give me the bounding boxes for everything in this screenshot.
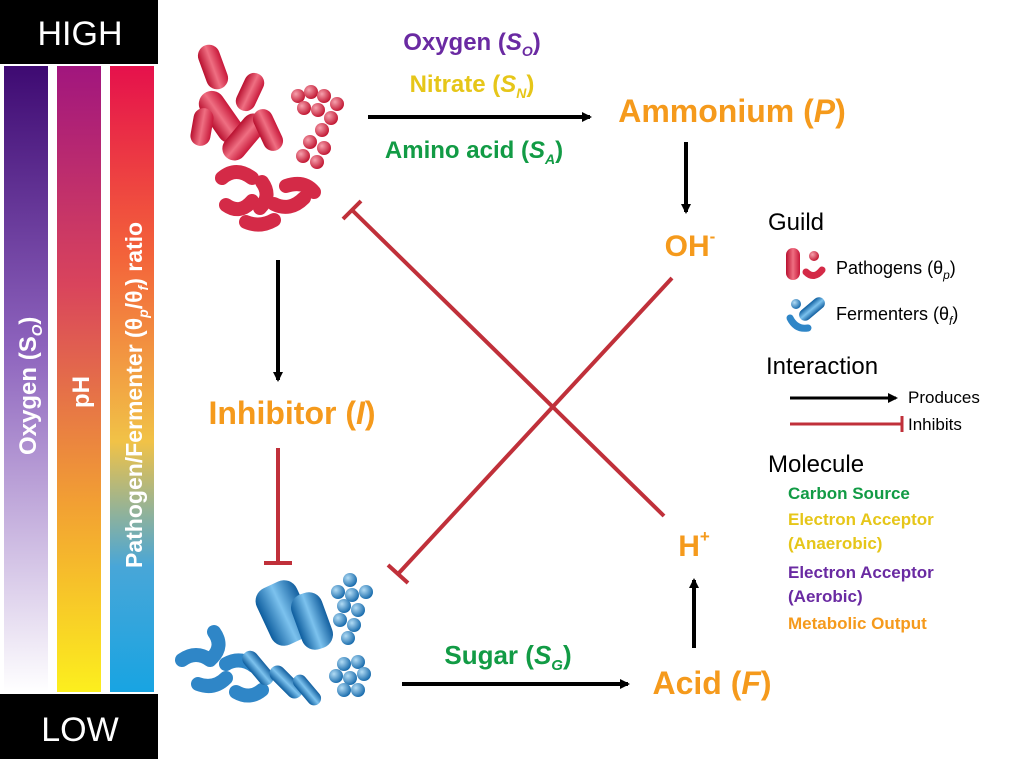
ph-bar (57, 66, 101, 692)
inhibit-oh-to-fermenter (396, 276, 674, 576)
oxygen-bar-label: Oxygen (SO) (15, 317, 46, 455)
low-label: LOW (41, 711, 118, 749)
legend-metabolic-output: Metabolic Output (788, 614, 927, 633)
ratio-bar (110, 66, 154, 692)
legend-produces: Produces (908, 388, 980, 407)
produce-arrows (273, 112, 699, 689)
ratio-bar-label: Pathogen/Fermenter (θp/θf) ratio (121, 222, 151, 568)
legend-electron-aerobic-2: (Aerobic) (788, 587, 863, 606)
inhibit-lines (264, 199, 674, 585)
inhibit-h-to-pathogen (350, 208, 666, 518)
oxygen-label: Oxygen (SO) (403, 29, 541, 59)
acid-label: Acid (F) (652, 665, 771, 701)
high-label: HIGH (38, 15, 123, 53)
ph-bar-label: pH (68, 376, 95, 408)
fermenter-icon (786, 297, 825, 332)
legend-inhibits: Inhibits (908, 415, 962, 434)
gradient-scale: HIGH Oxygen (SO) pH Pathogen/Fermenter (… (0, 0, 158, 759)
fermenter-cluster-icon (175, 573, 373, 706)
legend-guild-title: Guild (768, 209, 824, 236)
sugar-label: Sugar (SG) (444, 640, 571, 674)
molecule-labels: Oxygen (SO) Nitrate (SN) Amino acid (SA)… (208, 29, 845, 701)
legend-electron-anaerobic-1: Electron Acceptor (788, 510, 934, 529)
legend-carbon-source: Carbon Source (788, 484, 910, 503)
h-label: H+ (678, 527, 710, 563)
pathogen-cluster-icon (190, 44, 344, 232)
inhibit-bar-fermenter-2 (386, 563, 410, 585)
high-box (0, 0, 158, 64)
legend-pathogens: Pathogens (θp) (836, 258, 956, 282)
legend-molecule-title: Molecule (768, 451, 864, 478)
oxygen-bar (4, 66, 48, 692)
legend-electron-anaerobic-2: (Anaerobic) (788, 534, 882, 553)
oh-label: OH- (665, 227, 716, 263)
amino-acid-label: Amino acid (SA) (385, 137, 563, 167)
legend: Guild Pathogens (θp) Fermenters (θf) Int… (766, 209, 980, 633)
inhibitor-label: Inhibitor (I) (208, 395, 375, 431)
inhibit-bar-pathogen (341, 199, 363, 221)
nitrate-label: Nitrate (SN) (410, 71, 535, 101)
low-box (0, 694, 158, 759)
ammonium-label: Ammonium (P) (618, 93, 846, 129)
legend-fermenters: Fermenters (θf) (836, 304, 958, 328)
legend-interaction-title: Interaction (766, 353, 878, 380)
pathogen-icon (786, 248, 826, 280)
legend-electron-aerobic-1: Electron Acceptor (788, 563, 934, 582)
